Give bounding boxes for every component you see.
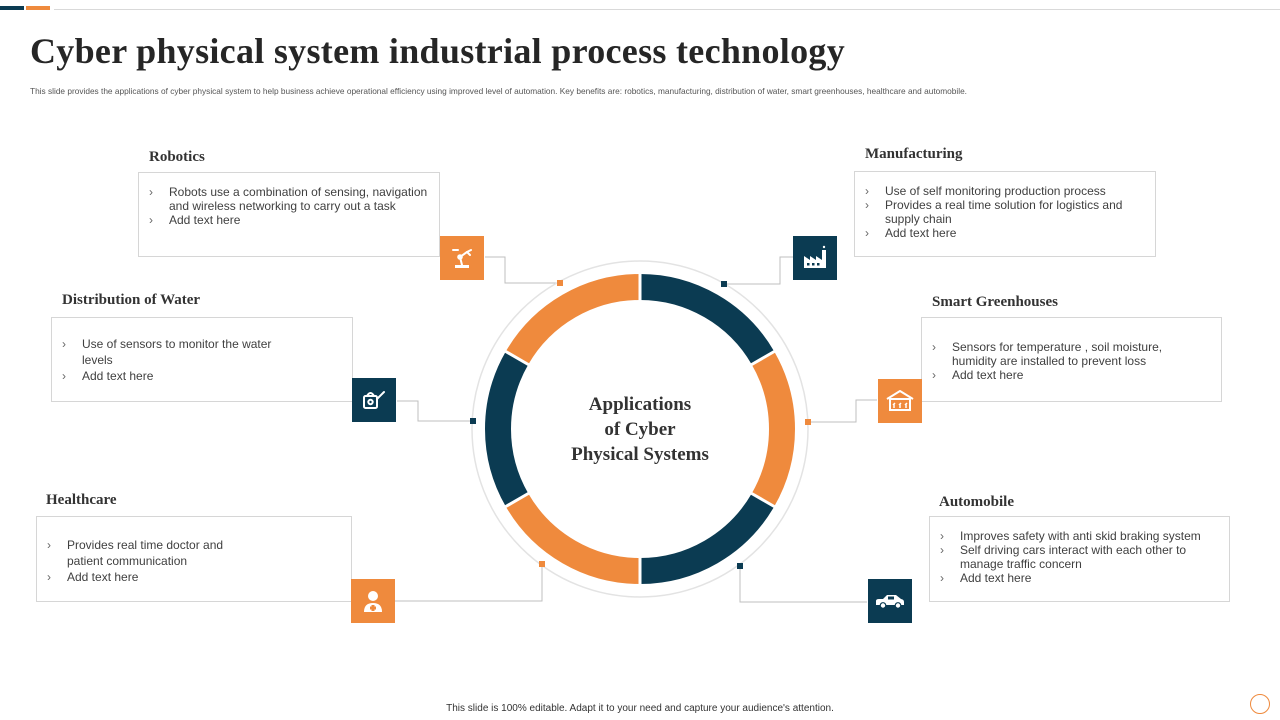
connector-healthcare <box>395 564 543 602</box>
ring-segments <box>485 273 795 585</box>
list-item: Use of self monitoring production proces… <box>865 184 1145 198</box>
car-icon <box>868 579 912 623</box>
ring-gap <box>750 349 776 367</box>
ring-segment <box>485 351 529 507</box>
ring-segment <box>505 274 641 365</box>
water-card: Use of sensors to monitor the water leve… <box>51 317 353 402</box>
list-item: Provides a real time solution for logist… <box>865 198 1145 226</box>
connector-dot-greenhouses <box>805 419 811 425</box>
list-item: Self driving cars interact with each oth… <box>940 543 1219 571</box>
ring-segment <box>505 493 641 584</box>
page-subtitle: This slide provides the applications of … <box>30 86 967 96</box>
connector-automobile <box>739 566 867 603</box>
ring-gap <box>504 491 530 509</box>
manufacturing-card: Use of self monitoring production proces… <box>854 171 1156 257</box>
list-item: Add text here <box>62 368 342 384</box>
center-label: Applications of Cyber Physical Systems <box>540 392 740 467</box>
outer-ring-outline <box>471 260 809 598</box>
footer-note: This slide is 100% editable. Adapt it to… <box>446 703 834 714</box>
center-label-line: Physical Systems <box>571 444 709 465</box>
page-title: Cyber physical system industrial process… <box>30 31 845 71</box>
list-item: Robots use a combination of sensing, nav… <box>149 185 429 213</box>
center-label-line: Applications <box>588 394 692 415</box>
ring-segment <box>751 351 795 507</box>
automobile-card: Improves safety with anti skid braking s… <box>929 516 1230 602</box>
greenhouses-card: Sensors for temperature , soil moisture,… <box>921 317 1222 402</box>
corner-circle-icon <box>1250 694 1270 714</box>
water-title: Distribution of Water <box>62 292 201 308</box>
ring-segment <box>639 274 775 365</box>
connector-dot-healthcare <box>539 561 545 567</box>
list-item: Provides real time doctor and patient co… <box>47 537 341 569</box>
healthcare-card: Provides real time doctor and patient co… <box>36 516 352 602</box>
connector-manufacturing <box>724 256 793 285</box>
ring-gap <box>750 491 776 509</box>
list-item: Add text here <box>865 226 1145 240</box>
connector-robotics <box>485 256 560 284</box>
greenhouse-icon <box>878 379 922 423</box>
connector-dot-water <box>470 418 476 424</box>
list-item: Add text here <box>940 571 1219 585</box>
robot-arm-icon <box>440 236 484 280</box>
watering-can-icon <box>352 378 396 422</box>
connector-water <box>397 400 473 422</box>
connector-dot-automobile <box>737 563 743 569</box>
top-accent-orange <box>26 6 50 10</box>
automobile-title: Automobile <box>939 494 1014 510</box>
ring-segment <box>639 493 775 584</box>
list-item: Sensors for temperature , soil moisture,… <box>932 340 1211 368</box>
list-item: Add text here <box>932 368 1211 382</box>
ring-gap <box>504 349 530 367</box>
robotics-card: Robots use a combination of sensing, nav… <box>138 172 440 257</box>
connector-dot-manufacturing <box>721 281 727 287</box>
connector-dot-robotics <box>557 280 563 286</box>
list-item: Add text here <box>149 213 429 227</box>
greenhouses-title: Smart Greenhouses <box>932 294 1058 310</box>
center-label-line: of Cyber <box>604 419 676 440</box>
robotics-title: Robotics <box>149 149 205 165</box>
doctor-icon <box>351 579 395 623</box>
healthcare-title: Healthcare <box>46 492 117 508</box>
connector-greenhouses <box>808 399 877 423</box>
list-item: Improves safety with anti skid braking s… <box>940 529 1219 543</box>
manufacturing-title: Manufacturing <box>865 146 963 162</box>
list-item: Use of sensors to monitor the water leve… <box>62 336 342 368</box>
top-divider <box>54 9 1280 10</box>
list-item: Add text here <box>47 569 341 585</box>
factory-icon <box>793 236 837 280</box>
top-accent-navy <box>0 6 24 10</box>
